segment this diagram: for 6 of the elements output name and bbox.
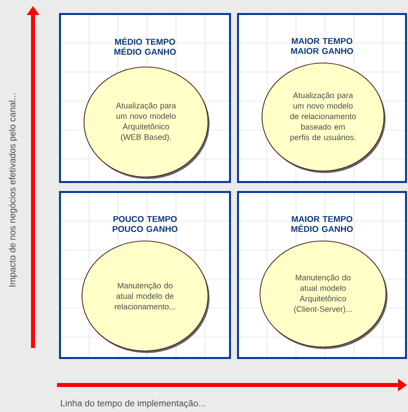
axis-label: Impacto de nos negócios efetivados pelo canal... bbox=[8, 94, 18, 286]
ellipse-bubble: Manutenção do atual modelo de relacionamento... bbox=[82, 240, 210, 353]
ellipse-bubble: Atualização para um novo modelo de relacionamento baseado em perfis de usuários. bbox=[262, 62, 386, 173]
axis-label: Linha do tempo de implementação... bbox=[60, 400, 205, 408]
ellipse-bubble: Atualização para um novo modelo Arquitetônico (WEB Based). bbox=[84, 66, 210, 179]
ellipse-bubble: Manutenção do atual modelo Arquitetônico (Client-Server)... bbox=[260, 240, 388, 349]
